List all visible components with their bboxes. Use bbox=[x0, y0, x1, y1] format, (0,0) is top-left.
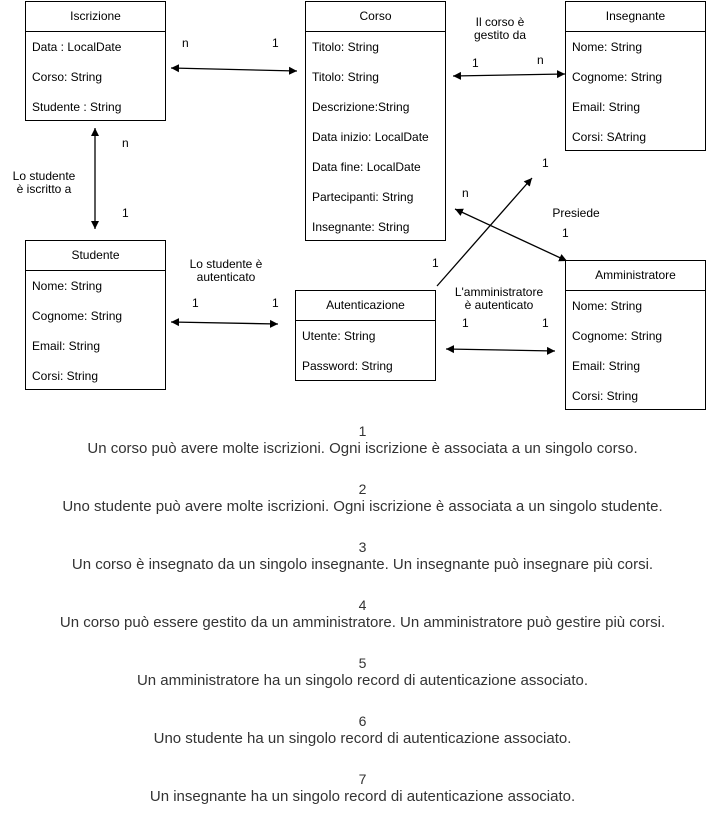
note-number: 1 bbox=[358, 423, 367, 439]
edge-corso-insegnante bbox=[452, 70, 566, 80]
relation-label-line: è autenticato bbox=[464, 298, 534, 312]
note-number: 2 bbox=[358, 481, 367, 497]
cardinality-iscrizione-studente-b: 1 bbox=[122, 206, 129, 220]
relation-label-studente-autenticazione: Lo studente è autenticato bbox=[180, 258, 272, 284]
entity-studente-field: Cognome: String bbox=[32, 309, 123, 323]
entity-corso-title: Corso bbox=[306, 2, 445, 32]
entity-insegnante-field: Cognome: String bbox=[572, 70, 663, 84]
entity-amministratore-title: Amministratore bbox=[566, 261, 705, 291]
entity-insegnante-field: Nome: String bbox=[572, 40, 643, 54]
entity-studente: Studente Nome: String Cognome: String Em… bbox=[25, 240, 166, 390]
entity-amministratore-field: Nome: String bbox=[572, 299, 643, 313]
note-text: Un corso può avere molte iscrizioni. Ogn… bbox=[87, 440, 638, 457]
relation-label-line: Il corso è bbox=[475, 15, 525, 29]
note-item: 2 Uno studente può avere molte iscrizion… bbox=[0, 480, 725, 538]
entity-iscrizione-field: Data : LocalDate bbox=[32, 40, 122, 54]
cardinality-autenticazione-insegnante-b: 1 bbox=[542, 156, 549, 170]
entity-insegnante-field: Corsi: SAtring bbox=[572, 130, 647, 144]
cardinality-iscrizione-corso-b: 1 bbox=[272, 36, 279, 50]
note-text: Un amministratore ha un singolo record d… bbox=[136, 672, 589, 689]
edge-autenticazione-amministratore bbox=[445, 345, 556, 355]
note-item: 1 Un corso può avere molte iscrizioni. O… bbox=[0, 422, 725, 480]
note-item: 3 Un corso è insegnato da un singolo ins… bbox=[0, 538, 725, 596]
edge-studente-autenticazione bbox=[170, 318, 279, 328]
note-text: Un insegnante ha un singolo record di au… bbox=[149, 788, 576, 805]
note-number: 4 bbox=[358, 597, 367, 613]
entity-studente-field: Email: String bbox=[32, 339, 101, 353]
note-number: 5 bbox=[358, 655, 367, 671]
entity-iscrizione-field: Corso: String bbox=[32, 70, 103, 84]
note-text: Un corso può essere gestito da un ammini… bbox=[59, 614, 666, 631]
relation-label-line: gestito da bbox=[473, 28, 527, 42]
edge-autenticazione-insegnante bbox=[436, 177, 533, 287]
cardinality-corso-amministratore-a: n bbox=[462, 186, 469, 200]
note-item: 4 Un corso può essere gestito da un ammi… bbox=[0, 596, 725, 654]
relation-label-corso-insegnante: Il corso è gestito da bbox=[462, 16, 538, 42]
cardinality-iscrizione-corso-a: n bbox=[182, 36, 189, 50]
entity-autenticazione-field: Utente: String bbox=[302, 329, 376, 343]
entity-corso-field: Titolo: String bbox=[312, 70, 379, 84]
entity-corso-field: Insegnante: String bbox=[312, 220, 410, 234]
relation-label-line: Lo studente bbox=[12, 169, 76, 183]
cardinality-studente-autenticazione-a: 1 bbox=[192, 296, 199, 310]
relation-label-line: L'amministratore bbox=[454, 285, 544, 299]
entity-insegnante-field: Email: String bbox=[572, 100, 641, 114]
relation-label-corso-amministratore: Presiede bbox=[552, 206, 600, 220]
edge-corso-amministratore bbox=[454, 208, 568, 262]
cardinality-autenticazione-insegnante-a: 1 bbox=[432, 256, 439, 270]
entity-amministratore: Amministratore Nome: String Cognome: Str… bbox=[565, 260, 706, 410]
edge-iscrizione-corso bbox=[170, 64, 298, 75]
cardinality-corso-amministratore-b: 1 bbox=[562, 226, 569, 240]
entity-corso-field: Titolo: String bbox=[312, 40, 379, 54]
note-number: 3 bbox=[358, 539, 367, 555]
entity-autenticazione-title: Autenticazione bbox=[296, 291, 435, 321]
relation-label-iscrizione-studente: Lo studente è iscritto a bbox=[6, 170, 82, 196]
entity-autenticazione-field: Password: String bbox=[302, 359, 393, 373]
note-text: Uno studente può avere molte iscrizioni.… bbox=[62, 498, 663, 515]
entity-corso-field: Descrizione:String bbox=[312, 100, 410, 114]
relation-label-line: autenticato bbox=[196, 270, 256, 284]
note-item: 5 Un amministratore ha un singolo record… bbox=[0, 654, 725, 712]
entity-insegnante-title: Insegnante bbox=[566, 2, 705, 32]
relation-label-autenticazione-amministratore: L'amministratore è autenticato bbox=[449, 286, 549, 312]
entity-corso: Corso Titolo: String Titolo: String Desc… bbox=[305, 1, 446, 241]
entity-corso-field: Partecipanti: String bbox=[312, 190, 414, 204]
note-number: 7 bbox=[358, 771, 367, 787]
relation-label-line: Lo studente è bbox=[189, 257, 263, 271]
note-text: Uno studente ha un singolo record di aut… bbox=[153, 730, 572, 747]
cardinality-corso-insegnante-a: 1 bbox=[472, 56, 479, 70]
entity-corso-field: Data inizio: LocalDate bbox=[312, 130, 429, 144]
entity-amministratore-field: Corsi: String bbox=[572, 389, 639, 403]
entity-amministratore-field: Cognome: String bbox=[572, 329, 663, 343]
notes-list: 1 Un corso può avere molte iscrizioni. O… bbox=[0, 422, 725, 828]
note-number: 6 bbox=[358, 713, 367, 729]
cardinality-iscrizione-studente-a: n bbox=[122, 136, 129, 150]
entity-iscrizione-field: Studente : String bbox=[32, 100, 122, 114]
entity-iscrizione-title: Iscrizione bbox=[26, 2, 165, 32]
cardinality-autenticazione-amministratore-a: 1 bbox=[462, 316, 469, 330]
entity-studente-title: Studente bbox=[26, 241, 165, 271]
cardinality-autenticazione-amministratore-b: 1 bbox=[542, 316, 549, 330]
entity-corso-field: Data fine: LocalDate bbox=[312, 160, 421, 174]
entity-studente-field: Corsi: String bbox=[32, 369, 99, 383]
cardinality-corso-insegnante-b: n bbox=[537, 53, 544, 67]
note-text: Un corso è insegnato da un singolo inseg… bbox=[71, 556, 654, 573]
entity-autenticazione: Autenticazione Utente: String Password: … bbox=[295, 290, 436, 381]
entity-insegnante: Insegnante Nome: String Cognome: String … bbox=[565, 1, 706, 151]
note-item: 7 Un insegnante ha un singolo record di … bbox=[0, 770, 725, 828]
cardinality-studente-autenticazione-b: 1 bbox=[272, 296, 279, 310]
relation-label-line: è iscritto a bbox=[16, 182, 72, 196]
note-item: 6 Uno studente ha un singolo record di a… bbox=[0, 712, 725, 770]
entity-amministratore-field: Email: String bbox=[572, 359, 641, 373]
entity-iscrizione: Iscrizione Data : LocalDate Corso: Strin… bbox=[25, 1, 166, 121]
entity-studente-field: Nome: String bbox=[32, 279, 103, 293]
